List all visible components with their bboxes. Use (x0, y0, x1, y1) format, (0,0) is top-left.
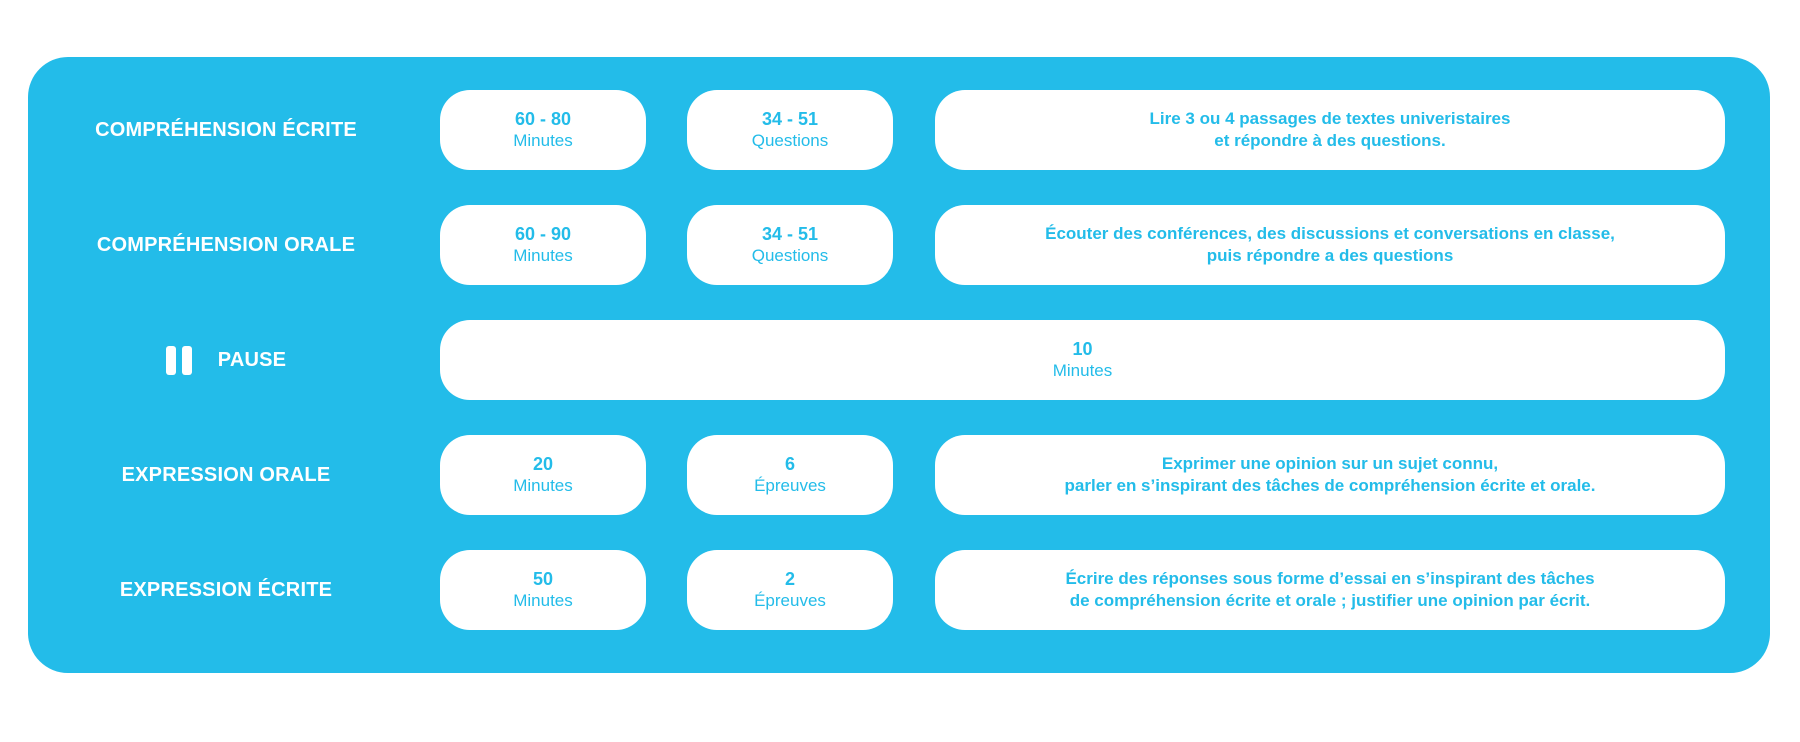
section-row-comprehension-ecrite: COMPRÉHENSION ÉCRITE 60 - 80 Minutes 34 … (28, 90, 1770, 170)
description-line: Lire 3 ou 4 passages de textes univerist… (1149, 109, 1511, 128)
duration-card: 60 - 80 Minutes (440, 90, 646, 170)
section-title: EXPRESSION ÉCRITE (119, 578, 333, 601)
count-unit: Épreuves (754, 476, 826, 495)
description-line: puis répondre a des questions (1206, 246, 1454, 265)
section-row-comprehension-orale: COMPRÉHENSION ORALE 60 - 90 Minutes 34 -… (28, 205, 1770, 285)
duration-unit: Minutes (513, 591, 573, 610)
section-row-expression-orale: EXPRESSION ORALE 20 Minutes 6 Épreuves E… (28, 435, 1770, 515)
exam-structure-panel: COMPRÉHENSION ÉCRITE 60 - 80 Minutes 34 … (28, 57, 1770, 673)
section-row-expression-ecrite: EXPRESSION ÉCRITE 50 Minutes 2 Épreuves … (28, 550, 1770, 630)
count-value: 34 - 51 (761, 224, 819, 244)
duration-value: 60 - 90 (514, 224, 572, 244)
duration-unit: Minutes (513, 246, 573, 265)
count-unit: Questions (751, 131, 829, 150)
section-title: EXPRESSION ORALE (121, 463, 331, 486)
pause-title: PAUSE (28, 320, 424, 400)
description-card: Exprimer une opinion sur un sujet connu,… (935, 435, 1725, 515)
count-value: 34 - 51 (761, 109, 819, 129)
pause-duration-card: 10 Minutes (440, 320, 1725, 400)
description-line: de compréhension écrite et orale ; justi… (1069, 591, 1591, 610)
section-row-pause: PAUSE 10 Minutes (28, 320, 1770, 400)
description-line: Écrire des réponses sous forme d’essai e… (1065, 569, 1595, 588)
section-title: COMPRÉHENSION ORALE (96, 233, 356, 256)
task-count-card: 6 Épreuves (687, 435, 893, 515)
duration-value: 10 (1072, 339, 1093, 359)
task-count-card: 2 Épreuves (687, 550, 893, 630)
duration-card: 60 - 90 Minutes (440, 205, 646, 285)
description-card: Écrire des réponses sous forme d’essai e… (935, 550, 1725, 630)
description-line: parler en s’inspirant des tâches de comp… (1064, 476, 1596, 495)
count-unit: Questions (751, 246, 829, 265)
question-count-card: 34 - 51 Questions (687, 90, 893, 170)
duration-card: 50 Minutes (440, 550, 646, 630)
duration-unit: Minutes (1052, 361, 1113, 380)
description-card: Lire 3 ou 4 passages de textes univerist… (935, 90, 1725, 170)
count-value: 6 (784, 454, 795, 474)
duration-unit: Minutes (513, 476, 573, 495)
duration-value: 50 (532, 569, 554, 589)
description-line: et répondre à des questions. (1214, 131, 1446, 150)
duration-value: 20 (532, 454, 554, 474)
description-line: Écouter des conférences, des discussions… (1045, 224, 1615, 243)
description-card: Écouter des conférences, des discussions… (935, 205, 1725, 285)
duration-unit: Minutes (513, 131, 573, 150)
section-title: COMPRÉHENSION ÉCRITE (95, 118, 357, 141)
count-unit: Épreuves (754, 591, 826, 610)
count-value: 2 (784, 569, 795, 589)
section-title: PAUSE (217, 348, 287, 371)
duration-card: 20 Minutes (440, 435, 646, 515)
pause-icon (165, 345, 192, 375)
question-count-card: 34 - 51 Questions (687, 205, 893, 285)
duration-value: 60 - 80 (514, 109, 572, 129)
description-line: Exprimer une opinion sur un sujet connu, (1161, 454, 1499, 473)
